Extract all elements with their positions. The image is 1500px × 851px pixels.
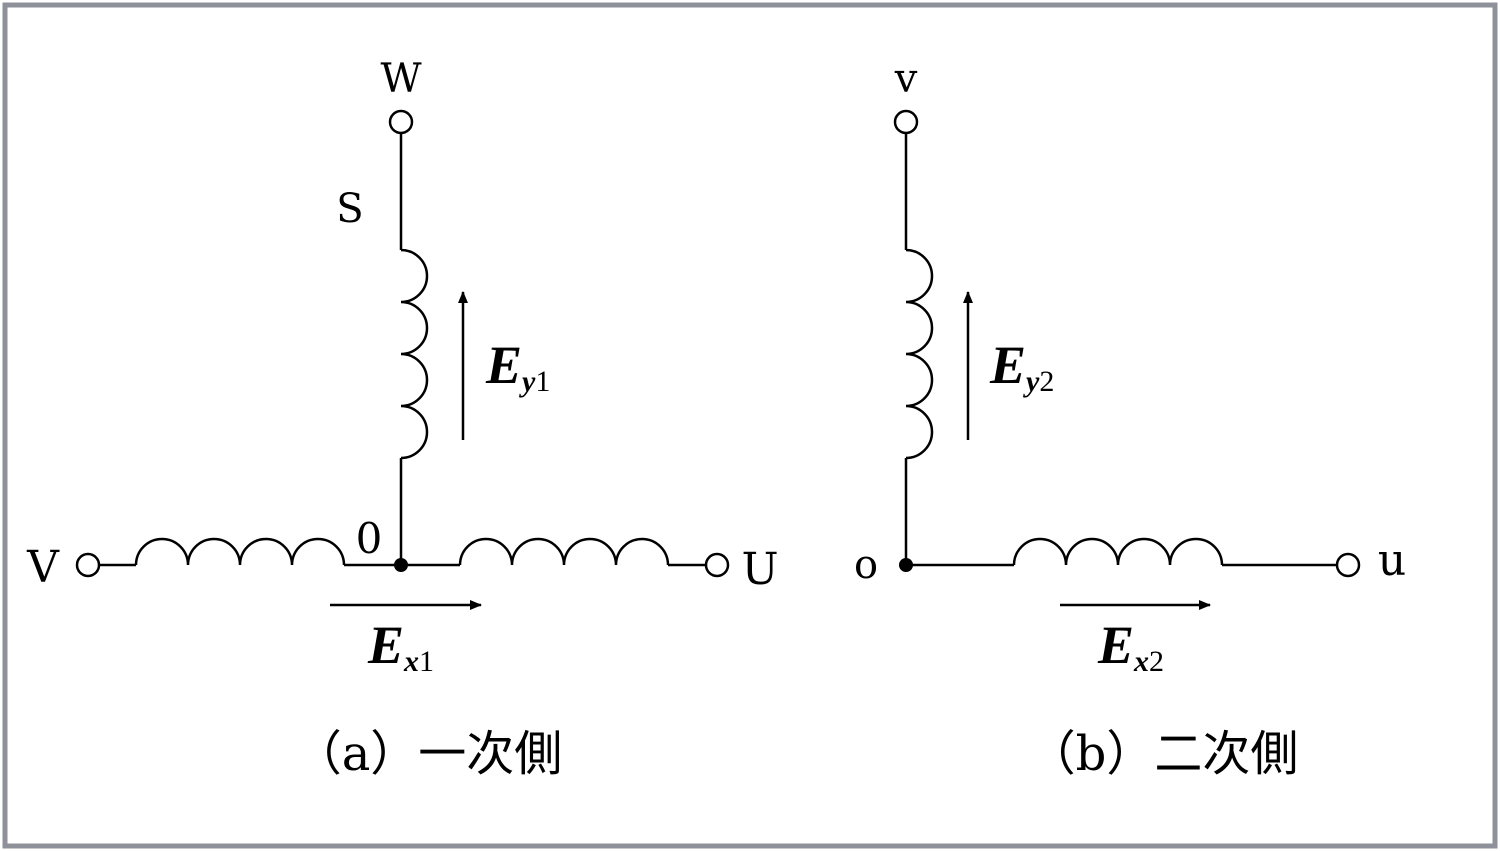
panel-a-emf-x-label: Ex1 <box>367 615 434 678</box>
panel-a-label-w: W <box>380 56 421 102</box>
panel-a-terminal-u <box>704 552 730 578</box>
panel-b-horizontal-coil <box>1012 537 1224 566</box>
panel-b-terminal-u <box>1335 552 1361 578</box>
panel-a-label-v: V <box>26 542 60 593</box>
panel-a-left-coil <box>134 537 346 566</box>
panel-b-label-u: u <box>1378 535 1406 586</box>
panel-b-label-v: v <box>894 56 918 102</box>
panel-a-terminal-v <box>75 552 101 578</box>
panel-a-terminal-w <box>388 109 414 135</box>
panel-a-label-u: U <box>741 544 778 595</box>
panel-a-vertical-coil <box>400 248 429 460</box>
panel-b-neutral-node <box>899 558 913 572</box>
panel-a-emf-y-label: Ey1 <box>485 335 550 398</box>
panel-b-caption: （b）二次側 <box>1028 726 1299 782</box>
panel-b-terminal-v <box>893 109 919 135</box>
panel-b-label-node: o <box>854 542 878 588</box>
panel-a-label-s: S <box>336 186 363 232</box>
panel-b-vertical-coil <box>905 248 934 460</box>
panel-a-caption: （a）一次側 <box>294 726 563 782</box>
panel-a-right-coil <box>458 537 670 566</box>
panel-b-emf-x-label: Ex2 <box>1097 615 1164 678</box>
panel-a-label-node: 0 <box>356 514 383 563</box>
panel-b-emf-y-label: Ey2 <box>989 335 1054 398</box>
panel-b-secondary-side: v o u Ey2 Ex2 （b）二次側 <box>854 56 1406 782</box>
panel-a-primary-side: W S V U 0 Ey1 Ex1 （a）一次側 <box>26 56 778 782</box>
panel-a-neutral-node <box>394 558 408 572</box>
